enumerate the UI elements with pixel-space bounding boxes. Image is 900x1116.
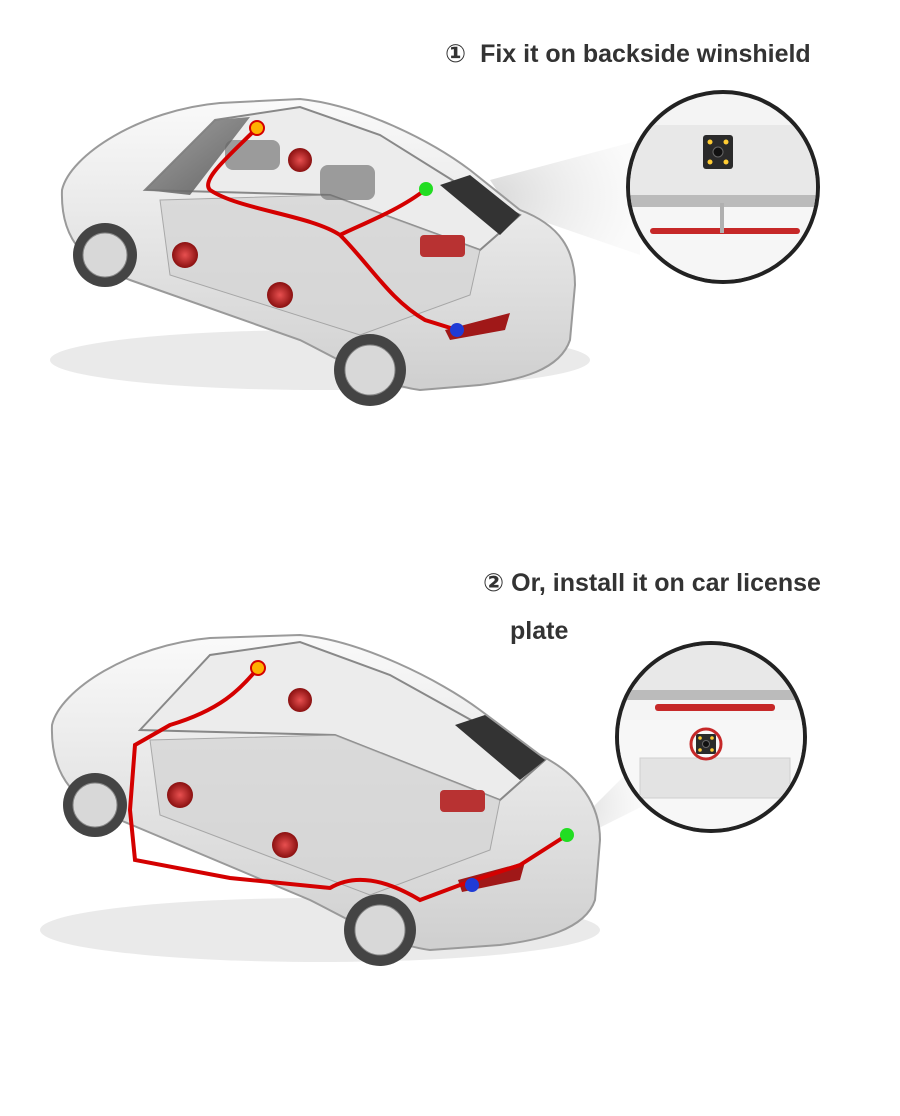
wire-path	[127, 666, 569, 903]
reverse-light-dot	[450, 323, 464, 337]
car-illustration	[50, 90, 820, 406]
step1-text: Fix it on backside winshield	[480, 40, 811, 68]
reverse-light-dot	[465, 878, 479, 892]
camera-dot	[560, 828, 574, 842]
car-illustration	[40, 633, 807, 966]
step2-text-line1: Or, install it on car license	[511, 569, 821, 597]
dvr-dot	[250, 660, 266, 676]
camera-dot	[419, 182, 433, 196]
scene-license-plate	[0, 630, 900, 990]
wire-path	[206, 126, 458, 332]
step1-marker: ①	[445, 40, 467, 68]
zoom-circle	[615, 641, 807, 833]
scene-backside-windshield	[0, 85, 900, 430]
step2-caption: ② Or, install it on car license	[483, 560, 821, 606]
rear-camera-icon	[689, 727, 723, 761]
rear-camera-icon	[703, 135, 733, 169]
step2-caption-line2: plate	[510, 617, 569, 645]
step1-caption: ① Fix it on backside winshield	[445, 31, 811, 77]
dvr-dot	[249, 120, 265, 136]
zoom-circle	[626, 90, 820, 284]
step2-marker: ②	[483, 569, 505, 597]
zoom-beam	[490, 140, 640, 255]
